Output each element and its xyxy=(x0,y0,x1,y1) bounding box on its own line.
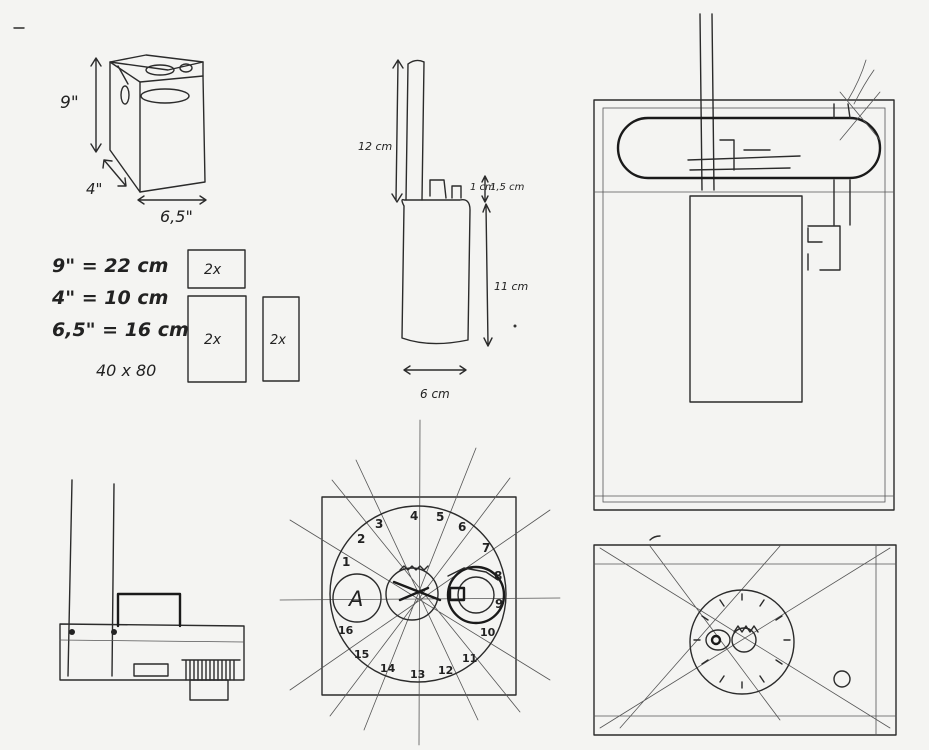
circle-a-label: A xyxy=(347,587,363,611)
dial-number-6: 6 xyxy=(458,520,466,534)
knob-side-label: 1 cm xyxy=(470,182,495,193)
side-panel xyxy=(262,296,300,382)
box-width-label: 6,5" xyxy=(160,207,193,226)
dial-number-15: 15 xyxy=(354,648,369,661)
sheet-size-note: 40 x 80 xyxy=(96,361,156,380)
dial-number-13: 13 xyxy=(410,668,425,681)
dial-number-11: 11 xyxy=(462,652,477,665)
big-panel-count: 2x xyxy=(204,332,222,348)
box-depth-label: 4" xyxy=(86,180,102,198)
box-height-label: 9" xyxy=(60,93,79,113)
top-panel-count: 2x xyxy=(204,262,222,278)
dial-number-5: 5 xyxy=(436,510,444,524)
knob-height-label: 1,5 cm xyxy=(490,182,525,193)
conversion-height: 9" = 22 cm xyxy=(52,255,168,277)
dial-number-12: 12 xyxy=(438,664,453,677)
big-panel xyxy=(187,295,247,383)
circle-a xyxy=(332,573,382,623)
dial-number-16: 16 xyxy=(338,624,354,637)
dial-number-1: 1 xyxy=(342,555,350,569)
antenna-length-label: 12 cm xyxy=(358,140,392,153)
conversion-depth: 4" = 10 cm xyxy=(51,287,168,309)
dial-number-3: 3 xyxy=(375,517,383,531)
conversion-width: 6,5" = 16 cm xyxy=(52,319,189,341)
side-view-sketch xyxy=(59,479,245,701)
box-sketch: 9" 4" 6,5" xyxy=(60,54,207,226)
panel-cutlist: 2x 2x 2x xyxy=(187,249,300,383)
dial-number-7: 7 xyxy=(482,541,490,555)
side-panel-count: 2x xyxy=(270,333,286,348)
dial-number-14: 14 xyxy=(380,662,396,675)
enclosure-bottom-view xyxy=(593,535,897,736)
body-width-label: 6 cm xyxy=(420,387,450,401)
dial-number-8: 8 xyxy=(494,569,502,583)
device-sketch: 12 cm 1,5 cm 1 cm 11 cm 6 cm xyxy=(358,59,528,401)
dial-number-10: 10 xyxy=(480,626,496,639)
top-panel xyxy=(187,249,246,289)
body-height-label: 11 cm xyxy=(494,280,528,293)
conversion-notes: 9" = 22 cm 4" = 10 cm 6,5" = 16 cm 40 x … xyxy=(51,255,189,380)
enclosure-top-view xyxy=(593,13,895,511)
dial-number-4: 4 xyxy=(410,509,418,523)
dial-sketch: A 1 2 3 4 5 6 7 8 9 10 11 12 13 14 15 16 xyxy=(279,419,561,746)
dial-number-2: 2 xyxy=(357,532,365,546)
dial-number-9: 9 xyxy=(495,597,503,611)
